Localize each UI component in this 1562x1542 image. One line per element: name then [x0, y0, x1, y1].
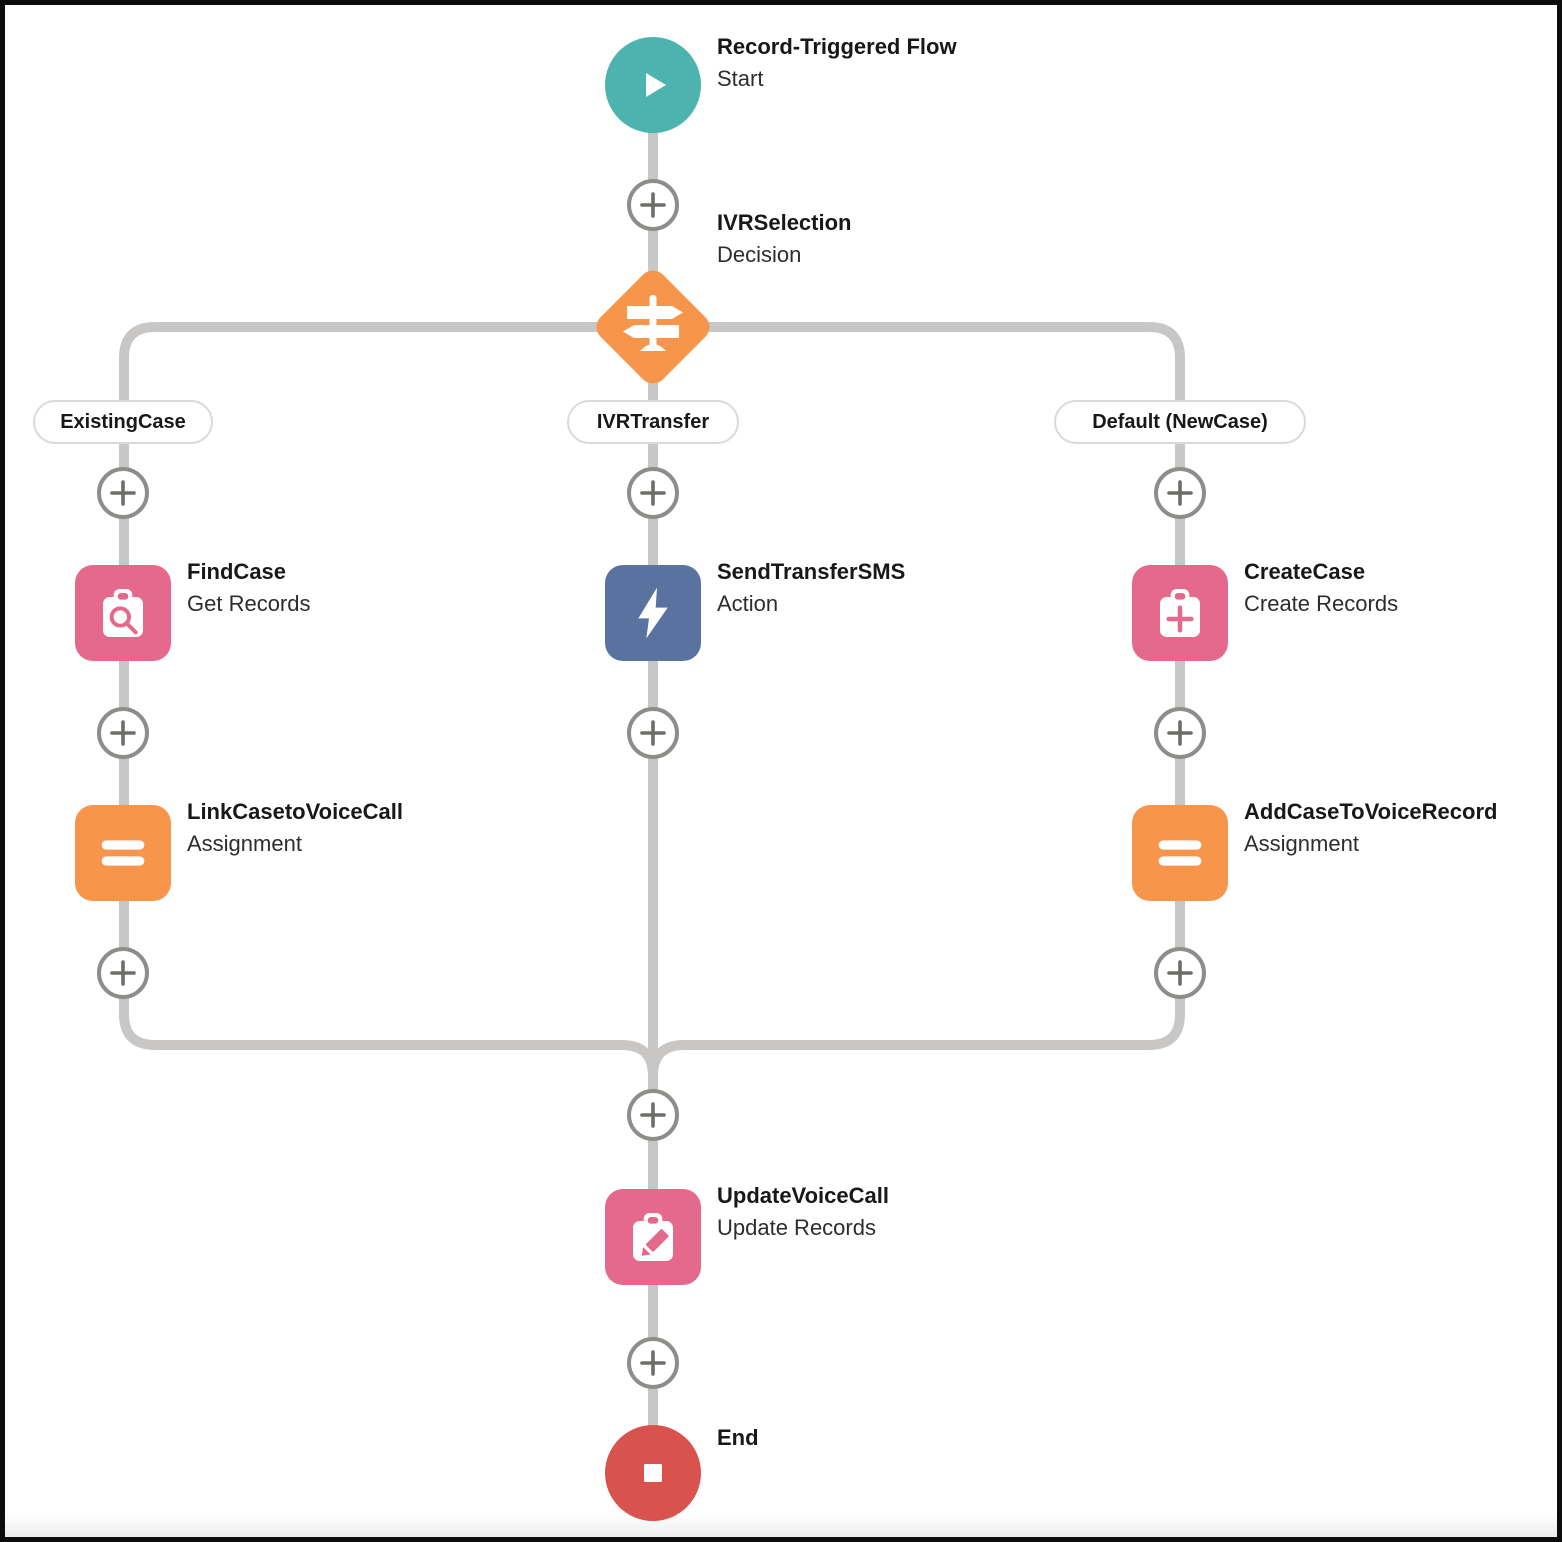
add-element-button[interactable]: [1154, 707, 1206, 759]
add-element-button[interactable]: [97, 707, 149, 759]
plus-icon: [110, 480, 136, 506]
clipboard-plus-icon: [1160, 589, 1200, 637]
add-element-button[interactable]: [97, 947, 149, 999]
node-subtitle: Get Records: [187, 591, 311, 616]
node-title: Record-Triggered Flow: [717, 34, 957, 59]
node-subtitle: Assignment: [1244, 831, 1359, 856]
findcase-node[interactable]: [75, 565, 171, 661]
add-element-button[interactable]: [627, 1337, 679, 1389]
canvas-bottom-fade: [5, 1513, 1557, 1537]
add-element-button[interactable]: [1154, 467, 1206, 519]
plus-icon: [640, 480, 666, 506]
start-node-label: Record-Triggered Flow Start: [717, 31, 957, 95]
node-title: IVRSelection: [717, 210, 852, 235]
plus-icon: [110, 960, 136, 986]
node-subtitle: Assignment: [187, 831, 302, 856]
play-icon: [646, 73, 666, 97]
end-node-label: End: [717, 1422, 759, 1454]
end-node[interactable]: [605, 1425, 701, 1521]
clipboard-pencil-icon: [633, 1213, 673, 1261]
decision-node-label: IVRSelection Decision: [717, 207, 851, 271]
plus-icon: [640, 1350, 666, 1376]
node-title: SendTransferSMS: [717, 559, 906, 584]
plus-icon: [1167, 960, 1193, 986]
branch-label-text: ExistingCase: [60, 411, 186, 433]
node-subtitle: Action: [717, 591, 779, 616]
plus-icon: [640, 720, 666, 746]
node-subtitle: Decision: [717, 242, 802, 267]
stop-icon: [644, 1464, 662, 1482]
linkcasetovoicecall-node[interactable]: [75, 805, 171, 901]
createcase-node[interactable]: [1132, 565, 1228, 661]
sendtransfersms-node[interactable]: [605, 565, 701, 661]
branch-label-ivrtransfer: IVRTransfer: [567, 400, 739, 444]
sendtransfersms-node-label: SendTransferSMS Action: [717, 556, 905, 620]
node-title: AddCaseToVoiceRecord: [1244, 799, 1498, 824]
updatevoicecall-node-label: UpdateVoiceCall Update Records: [717, 1180, 889, 1244]
findcase-node-label: FindCase Get Records: [187, 556, 311, 620]
node-title: FindCase: [187, 559, 287, 584]
equals-icon: [101, 840, 145, 866]
node-title: CreateCase: [1244, 559, 1366, 584]
node-title: End: [717, 1425, 759, 1450]
node-title: UpdateVoiceCall: [717, 1183, 889, 1208]
branch-label-existingcase: ExistingCase: [33, 400, 213, 444]
linkcasetovoicecall-node-label: LinkCasetoVoiceCall Assignment: [187, 796, 403, 860]
createcase-node-label: CreateCase Create Records: [1244, 556, 1398, 620]
plus-icon: [1167, 480, 1193, 506]
addcasetovoicerecord-node[interactable]: [1132, 805, 1228, 901]
add-element-button[interactable]: [627, 179, 679, 231]
add-element-button[interactable]: [627, 1089, 679, 1141]
add-element-button[interactable]: [1154, 947, 1206, 999]
node-title: LinkCasetoVoiceCall: [187, 799, 403, 824]
add-element-button[interactable]: [627, 707, 679, 759]
branch-label-text: IVRTransfer: [596, 411, 710, 433]
plus-icon: [640, 192, 666, 218]
plus-icon: [1167, 720, 1193, 746]
add-element-button[interactable]: [627, 467, 679, 519]
equals-icon: [1158, 840, 1202, 866]
node-subtitle: Update Records: [717, 1215, 876, 1240]
updatevoicecall-node[interactable]: [605, 1189, 701, 1285]
branch-label-default-newcase: Default (NewCase): [1054, 400, 1306, 444]
node-subtitle: Start: [717, 66, 764, 91]
lightning-icon: [638, 587, 668, 639]
branch-label-text: Default (NewCase): [1092, 411, 1268, 433]
add-element-button[interactable]: [97, 467, 149, 519]
plus-icon: [110, 720, 136, 746]
plus-icon: [640, 1102, 666, 1128]
addcasetovoicerecord-node-label: AddCaseToVoiceRecord Assignment: [1244, 796, 1497, 860]
clipboard-search-icon: [103, 589, 143, 637]
node-subtitle: Create Records: [1244, 591, 1399, 616]
start-node[interactable]: [605, 37, 701, 133]
